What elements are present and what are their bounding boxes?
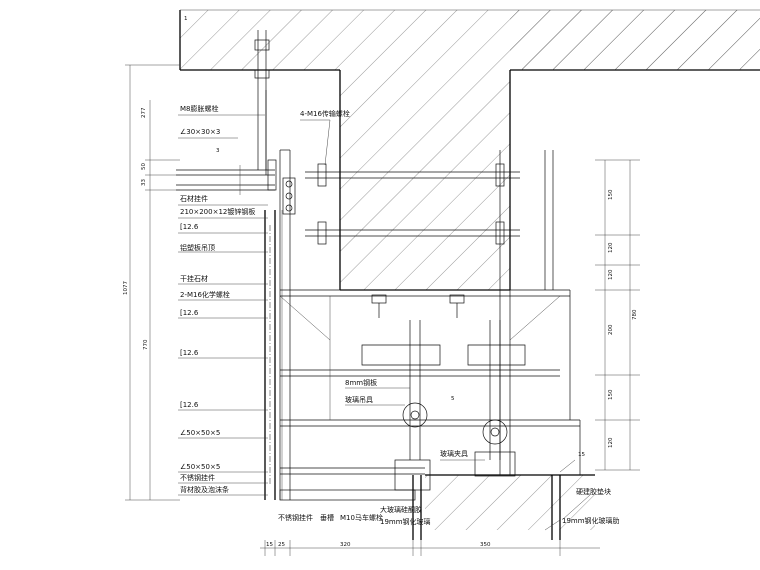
- label-steel-8mm: 8mm钢板: [345, 378, 377, 387]
- annotations: M8膨胀螺栓 ∠30×30×3 3 4-M16传输螺栓 石材挂件 210×200…: [180, 104, 620, 526]
- dim-277: 277: [141, 107, 147, 118]
- label-steel-plate: 210×200×12镀锌钢板: [180, 207, 255, 216]
- label-glass-hanger: 玻璃吊具: [345, 395, 373, 404]
- floor-base: [425, 474, 595, 530]
- label-ss-hanger-2: 不锈钢挂件: [278, 513, 313, 522]
- dim-25: 25: [278, 542, 285, 548]
- dim-50: 50: [141, 163, 147, 170]
- label-angle-30: ∠30×30×3: [180, 128, 220, 136]
- dim-770: 770: [143, 339, 149, 350]
- label-struct-glue: 硬建胶垫块: [576, 487, 611, 496]
- dim-780: 780: [632, 309, 638, 320]
- dim-200: 200: [608, 324, 614, 335]
- concrete-beam: [339, 10, 760, 291]
- glass-hangers: [361, 320, 526, 491]
- label-ss-hanger: 不锈钢挂件: [180, 473, 215, 482]
- dim-150b: 150: [608, 389, 614, 400]
- bottom-dimensions: 15 25 320 350: [260, 540, 600, 556]
- dim-120b: 120: [608, 269, 614, 280]
- label-m8-bolt: M8膨胀螺栓: [180, 104, 219, 113]
- label-stone-glue: 背材胶及泡沫条: [180, 485, 229, 494]
- label-stone-hanger: 石材挂件: [180, 194, 208, 203]
- dim-150: 150: [608, 189, 614, 200]
- glass-panes: [279, 475, 561, 540]
- label-glass-silicone: 大玻璃硅酮胶: [380, 505, 422, 514]
- label-dry-hang-stone: 干挂石材: [180, 274, 208, 283]
- label-channel-c: [12.6: [180, 349, 199, 357]
- grid-3-marker: 3: [216, 148, 220, 154]
- dim-120c: 120: [608, 437, 614, 448]
- label-channel-a: [12.6: [180, 223, 199, 231]
- label-gutter: 垂槽: [320, 513, 334, 522]
- label-angle-50-a: ∠50×50×5: [180, 429, 220, 437]
- dim-33: 33: [141, 179, 147, 186]
- label-bolt-m10: M10马车螺栓: [340, 513, 383, 522]
- label-glass-clamp: 玻璃夹具: [440, 449, 468, 458]
- chemical-anchors: [371, 294, 465, 318]
- dim-350: 350: [480, 542, 491, 548]
- dim-1077: 1077: [123, 281, 129, 295]
- label-m16-chem-bolt: 2-M16化学螺栓: [180, 290, 230, 299]
- label-m16-through-bolt: 4-M16传输螺栓: [300, 109, 350, 118]
- grid-15-marker: 15: [578, 452, 585, 458]
- label-channel-d: [12.6: [180, 401, 199, 409]
- label-aluminum-ceiling: 铝塑板吊顶: [180, 243, 215, 252]
- right-dimensions: 150 120 120 200 150 120 780: [595, 159, 640, 471]
- label-channel-b: [12.6: [180, 309, 199, 317]
- grid-5-marker: 5: [451, 396, 455, 402]
- ceiling-suspension: [176, 30, 296, 215]
- through-bolts: [305, 163, 520, 245]
- dim-15: 15: [266, 542, 273, 548]
- stone-cladding: [264, 210, 283, 500]
- leader-lines: [178, 114, 591, 531]
- dim-120a: 120: [608, 242, 614, 253]
- left-dimensions: 277 50 33 1077 770: [123, 64, 180, 501]
- label-angle-50-b: ∠50×50×5: [180, 463, 220, 471]
- label-tempered-glass-1: 19mm钢化玻璃: [380, 517, 431, 526]
- grid-1-marker: 1: [184, 16, 188, 22]
- dim-320: 320: [340, 542, 351, 548]
- label-tempered-glass-2: 19mm钢化玻璃肋: [562, 516, 620, 525]
